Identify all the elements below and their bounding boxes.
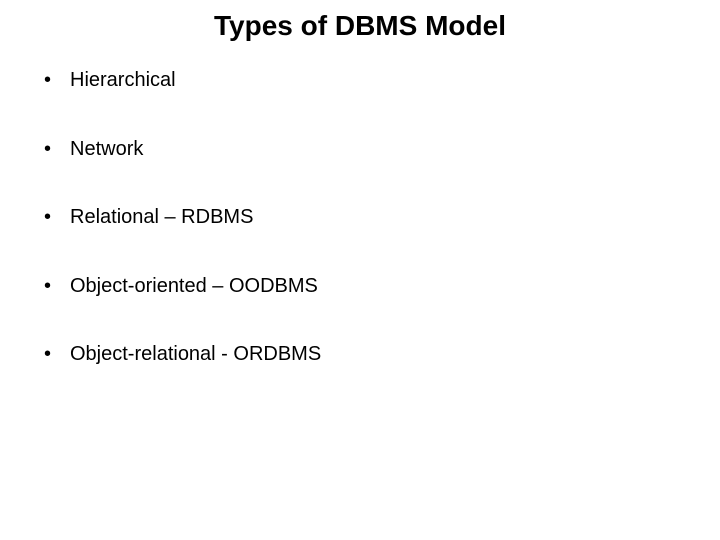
list-item: • Hierarchical (44, 64, 321, 96)
bullet-icon: • (44, 274, 52, 297)
list-item: • Network (44, 133, 321, 165)
list-item: • Object-oriented – OODBMS (44, 270, 321, 302)
list-item-text: Hierarchical (70, 69, 176, 91)
list-item-text: Object-oriented – OODBMS (70, 274, 318, 297)
list-item: • Relational – RDBMS (44, 201, 321, 233)
list-item-text: Relational – RDBMS (70, 206, 254, 228)
list-item-text: Network (70, 137, 144, 160)
bullet-list: • Hierarchical • Network • Relational – … (44, 64, 321, 407)
slide-title: Types of DBMS Model (214, 10, 506, 41)
bullet-icon: • (44, 137, 52, 160)
bullet-icon: • (44, 343, 52, 365)
list-item: • Object-relational - ORDBMS (44, 338, 321, 370)
list-item-text: Object-relational - ORDBMS (70, 343, 322, 365)
bullet-icon: • (44, 206, 52, 228)
bullet-icon: • (44, 69, 52, 91)
